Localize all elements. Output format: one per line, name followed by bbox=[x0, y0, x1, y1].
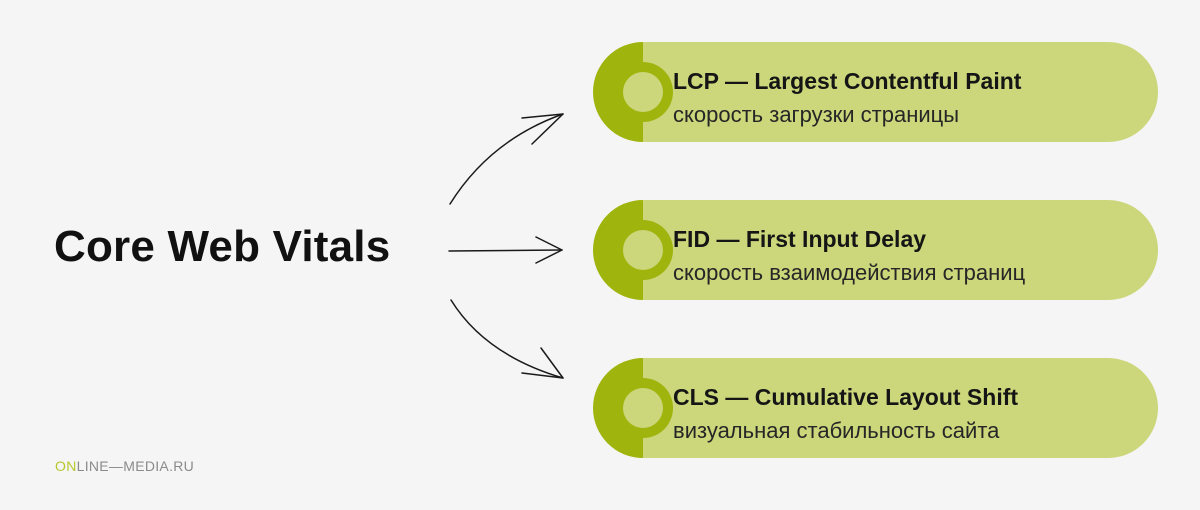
arrow-head-lcp bbox=[521, 113, 564, 145]
arrow-to-lcp bbox=[449, 113, 564, 205]
metric-title: CLS — Cumulative Layout Shift bbox=[673, 384, 1019, 410]
metric-card-cls: CLS — Cumulative Layout Shift визуальная… bbox=[593, 358, 1158, 458]
metric-title: LCP — Largest Contentful Paint bbox=[673, 68, 1022, 94]
arrow-to-fid bbox=[448, 249, 563, 252]
metric-subtitle: визуальная стабильность сайта bbox=[673, 418, 1000, 443]
arrow-to-cls bbox=[450, 299, 564, 379]
page-title: Core Web Vitals bbox=[54, 222, 391, 271]
metric-title: FID — First Input Delay bbox=[673, 226, 927, 252]
metric-subtitle: скорость взаимодействия страниц bbox=[673, 260, 1026, 285]
brand-accent: ON bbox=[55, 458, 77, 474]
brand-rest: LINE—MEDIA.RU bbox=[76, 458, 195, 474]
metric-subtitle: скорость загрузки страницы bbox=[673, 102, 960, 127]
brand-watermark: ONLINE—MEDIA.RU bbox=[55, 458, 194, 474]
metric-card-fid: FID — First Input Delay скорость взаимод… bbox=[593, 200, 1158, 300]
arrow-head-fid bbox=[535, 236, 563, 264]
arrow-head-cls bbox=[521, 347, 564, 379]
metric-card-lcp: LCP — Largest Contentful Paint скорость … bbox=[593, 42, 1158, 142]
